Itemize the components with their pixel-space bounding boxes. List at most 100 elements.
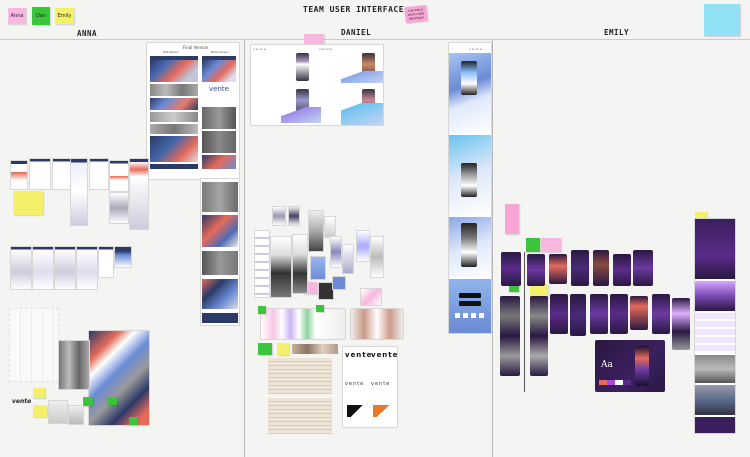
daniel-long-social-icons — [455, 313, 485, 318]
emily-screen-6 — [613, 254, 631, 286]
anna-final-version-frame[interactable]: Final Version Web Version Phone Version … — [146, 42, 240, 180]
daniel-cluster-phone-9 — [342, 244, 354, 274]
anna-phone-triangles-bottom — [202, 155, 236, 169]
anna-triangle-collage[interactable] — [88, 330, 150, 426]
anna-lofi-sketches[interactable] — [9, 308, 59, 382]
legend-sticky-emily[interactable]: Emily — [55, 8, 74, 24]
column-header-emily: EMILY — [604, 28, 630, 37]
daniel-logo-sheet[interactable]: vente vente vente vente — [342, 346, 398, 428]
anna-green-note-3[interactable] — [129, 417, 138, 425]
anna-wire-4 — [70, 158, 88, 226]
daniel-cluster-icon-sheet — [254, 230, 270, 298]
anna-phone-photo-2 — [202, 131, 236, 153]
daniel-grid-sketch-1[interactable] — [268, 358, 332, 394]
anna-long-triangle-band — [202, 215, 238, 247]
daniel-cluster-dark-card — [318, 282, 334, 300]
daniel-cluster-phone-8 — [330, 236, 342, 268]
emily-green-note-2[interactable] — [509, 282, 519, 292]
emily-long-final-screen[interactable] — [694, 218, 736, 434]
anna-small-yellow-note-2[interactable] — [33, 405, 47, 417]
anna-small-yellow-note-1[interactable] — [33, 388, 45, 398]
daniel-long-phone-3 — [461, 223, 477, 267]
anna-phone-triangle-banner — [202, 60, 236, 82]
anna-green-note-1[interactable] — [83, 397, 93, 406]
daniel-logo-orange-triangle — [373, 405, 393, 417]
anna-phone-long-screen[interactable] — [200, 178, 240, 326]
emily-design-system-card[interactable]: Aa — [595, 340, 665, 392]
daniel-icon-moodboard[interactable] — [260, 308, 346, 340]
emily-row2-screen-6 — [610, 294, 628, 334]
anna-long-photo-1 — [202, 182, 238, 212]
anna-bottom-wire-2[interactable] — [68, 405, 84, 425]
anna-web-triangle-banner — [150, 60, 198, 82]
legend-sticky-dan[interactable]: Dan — [32, 7, 50, 25]
anna-web-label: Web Version — [163, 51, 179, 54]
daniel-long-phone-2 — [461, 163, 477, 197]
emily-ds-phone — [635, 346, 649, 386]
emily-row2-screen-7 — [630, 296, 648, 330]
anna-photo-mosaic[interactable] — [58, 340, 90, 390]
emily-connector-line — [524, 252, 525, 392]
daniel-grid-sketch-2[interactable] — [268, 398, 332, 434]
note-lila[interactable]: Lila was a team mate developer — [404, 4, 428, 24]
emily-row2-screen-5 — [590, 294, 608, 334]
daniel-cluster-phone-7 — [310, 256, 326, 280]
daniel-long-phone-screen[interactable]: vente — [448, 42, 492, 334]
daniel-long-store-badge-1 — [459, 293, 481, 298]
anna-phone-label: Phone Version — [211, 51, 229, 54]
daniel-icon-moodboard-2[interactable] — [350, 308, 404, 340]
anna-long-triangle-band-2 — [202, 279, 238, 309]
emily-ds-swatch-row — [599, 380, 631, 385]
anna-phone-screen-header — [202, 56, 236, 60]
daniel-blue-wave-3 — [341, 103, 383, 125]
emily-yellow-note-2[interactable] — [695, 212, 707, 218]
emily-phone-row-1[interactable] — [501, 250, 653, 292]
legend-label-emily: Emily — [57, 13, 72, 19]
anna-web-screen-header — [150, 56, 198, 60]
anna-yellow-note[interactable] — [13, 191, 43, 215]
daniel-pink-note[interactable] — [304, 34, 324, 44]
column-header-daniel: DANIEL — [341, 28, 372, 37]
anna-green-note-2[interactable] — [107, 397, 117, 405]
emily-screen-4 — [571, 250, 589, 286]
legend-label-dan: Dan — [35, 13, 47, 19]
daniel-long-footer — [449, 279, 491, 333]
anna-row2-wire-4 — [76, 246, 98, 290]
emily-phone-row-2[interactable] — [500, 294, 692, 378]
daniel-logo-variant-3: vente — [345, 381, 365, 387]
emily-pink-note-2[interactable] — [541, 238, 561, 252]
legend-sticky-anna[interactable]: Anna — [8, 8, 26, 24]
daniel-cluster-phone-1 — [272, 206, 286, 226]
daniel-photo-strip[interactable] — [292, 344, 338, 354]
anna-wire-6 — [109, 160, 129, 192]
divider-daniel-emily — [492, 40, 493, 457]
daniel-logo-variant-2: vente — [371, 351, 398, 359]
anna-wireframe-row-2[interactable] — [8, 246, 132, 290]
daniel-yellow-note[interactable] — [277, 343, 289, 355]
emily-green-note[interactable] — [526, 238, 540, 252]
emily-yellow-note[interactable] — [530, 284, 548, 298]
note-blue-top-right[interactable] — [704, 4, 740, 36]
anna-row2-wire-2 — [32, 246, 54, 290]
daniel-brand-1: vente — [253, 47, 267, 51]
anna-row2-wire-1 — [10, 246, 32, 290]
daniel-cluster-phone-3 — [270, 236, 292, 298]
daniel-green-note-2[interactable] — [258, 306, 266, 314]
anna-long-footer — [202, 313, 238, 323]
daniel-cluster-blue-card — [332, 276, 346, 290]
anna-wireframe-row-1[interactable] — [8, 156, 149, 230]
emily-row2-screen-9 — [672, 298, 690, 350]
daniel-blue-wave-2 — [281, 107, 321, 123]
emily-pink-note[interactable] — [505, 204, 519, 234]
anna-phone-brand: vente — [209, 85, 229, 93]
daniel-green-note-1[interactable] — [258, 343, 272, 355]
daniel-green-note-3[interactable] — [316, 305, 324, 312]
board-title: TEAM USER INTERFACE — [303, 5, 405, 14]
anna-bottom-wire-1[interactable] — [48, 400, 68, 424]
anna-long-photo-2 — [202, 251, 238, 275]
anna-wire-5 — [89, 158, 109, 190]
daniel-screen-cluster[interactable] — [252, 196, 388, 306]
daniel-desktop-frames[interactable]: vente vente — [250, 44, 384, 126]
daniel-cluster-phone-10 — [356, 230, 370, 262]
